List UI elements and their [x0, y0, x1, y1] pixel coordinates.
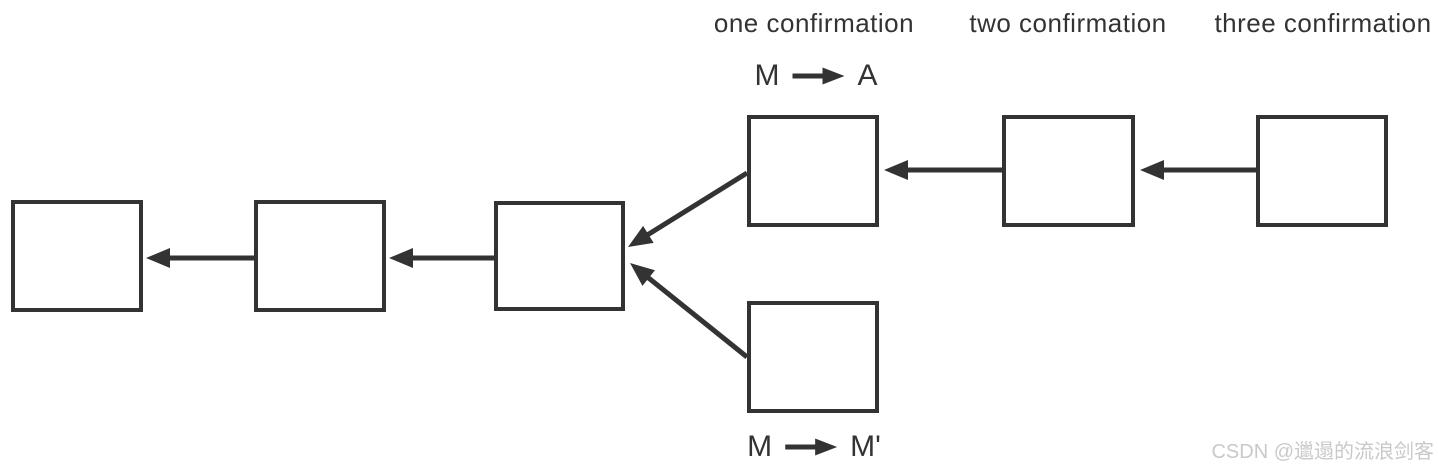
- block-chain-2: [254, 200, 386, 312]
- block-chain-1: [11, 200, 143, 312]
- block-chain-3: [494, 201, 625, 311]
- label-three-confirmation: three confirmation: [1214, 8, 1432, 38]
- right-arrow-icon: [792, 67, 845, 85]
- tx-bottom-from: M: [747, 430, 773, 463]
- right-arrow-icon: [785, 438, 838, 456]
- tx-top-to: A: [857, 59, 878, 92]
- tx-bottom-to: M': [850, 430, 881, 463]
- label-two-confirmation: two confirmation: [969, 8, 1167, 38]
- tx-top-from: M: [754, 59, 780, 92]
- arrow-block3-to-block2: [389, 248, 494, 268]
- arrow-oneconf-to-block3: [628, 170, 749, 247]
- arrow-threeconf-to-twoconf: [1140, 160, 1256, 180]
- arrow-twoconf-to-oneconf: [884, 160, 1002, 180]
- block-one-confirmation: [747, 115, 879, 227]
- arrow-block2-to-block1: [146, 248, 254, 268]
- watermark: CSDN @邋遢的流浪剑客: [1211, 441, 1434, 463]
- arrow-forkbottom-to-block3: [630, 263, 749, 359]
- block-two-confirmation: [1002, 115, 1135, 227]
- block-three-confirmation: [1256, 115, 1388, 227]
- label-one-confirmation: one confirmation: [713, 8, 915, 38]
- transaction-label-bottom: M M': [747, 430, 881, 464]
- block-fork-bottom: [747, 301, 879, 413]
- transaction-label-top: M A: [754, 59, 877, 93]
